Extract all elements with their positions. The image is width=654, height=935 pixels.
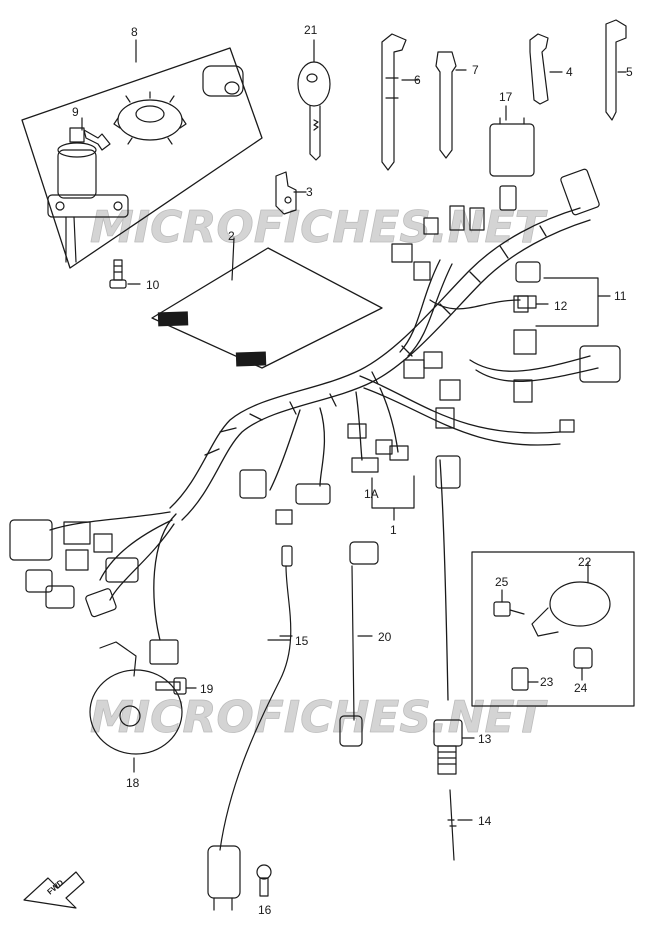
ignition-switch-set-box xyxy=(21,39,263,269)
callout-23: 23 xyxy=(540,675,554,689)
callout-14: 14 xyxy=(478,814,492,828)
callout-3: 3 xyxy=(306,185,313,199)
fwd-arrow-icon xyxy=(23,871,85,909)
callout-15: 15 xyxy=(295,634,309,648)
part-1-leader xyxy=(371,475,415,521)
steering-lock-cap xyxy=(113,91,187,145)
callout-25: 25 xyxy=(495,575,509,589)
screw-10 xyxy=(109,259,141,289)
sensor-lead-15 xyxy=(207,545,293,911)
callout-17: 17 xyxy=(499,90,513,104)
callout-13: 13 xyxy=(478,732,492,746)
callout-5: 5 xyxy=(626,65,633,79)
callout-18: 18 xyxy=(126,776,140,790)
sensor-kit-22-box xyxy=(471,551,635,707)
callout-1: 1 xyxy=(390,523,397,537)
callout-4: 4 xyxy=(566,65,573,79)
cable-tie-5 xyxy=(605,19,627,121)
screw-16 xyxy=(256,864,272,897)
harness-connectors xyxy=(9,168,621,665)
callout-1a: 1A xyxy=(364,487,379,501)
connector-set-11 xyxy=(517,277,611,327)
horn-18 xyxy=(89,641,183,773)
callout-22: 22 xyxy=(578,555,592,569)
ignition-switch xyxy=(47,117,129,263)
key xyxy=(297,39,331,161)
relay-17 xyxy=(489,105,535,177)
callout-7: 7 xyxy=(472,63,479,77)
bolt-19 xyxy=(155,677,197,695)
callout-9: 9 xyxy=(72,105,79,119)
wire-14 xyxy=(447,789,473,861)
svg-text:MICROFICHES.NET: MICROFICHES.NET xyxy=(90,202,548,253)
clip-23 xyxy=(511,667,539,691)
callout-8: 8 xyxy=(131,25,138,39)
cable-tie-7 xyxy=(435,51,467,159)
harness-clamp-6 xyxy=(381,33,419,171)
callout-20: 20 xyxy=(378,630,392,644)
callout-6: 6 xyxy=(414,73,421,87)
sensor-13 xyxy=(433,719,475,775)
wiring-diagram-sheet xyxy=(151,237,383,369)
watermark-top: MICROFICHES.NET xyxy=(90,202,548,254)
sleeve-24 xyxy=(573,647,593,681)
clamp-4 xyxy=(529,33,563,105)
sensor-20 xyxy=(339,541,379,747)
bracket-3 xyxy=(275,171,307,215)
bolt-25 xyxy=(493,589,525,617)
callout-10: 10 xyxy=(146,278,160,292)
callout-2: 2 xyxy=(228,229,235,243)
callout-24: 24 xyxy=(574,681,588,695)
meter-22 xyxy=(531,561,611,637)
main-wiring-harness xyxy=(49,207,599,701)
callout-12: 12 xyxy=(554,299,568,313)
lock-cylinder xyxy=(202,65,244,97)
callout-19: 19 xyxy=(200,682,214,696)
callout-16: 16 xyxy=(258,903,272,917)
callout-21: 21 xyxy=(304,23,318,37)
callout-11: 11 xyxy=(614,289,627,303)
